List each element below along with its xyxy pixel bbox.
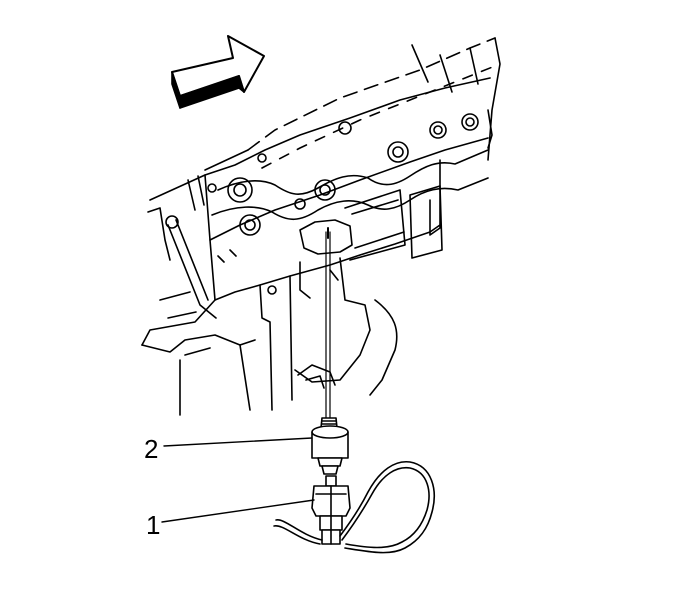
callout-leader-2 [163, 437, 313, 447]
knock-sensor-icon [311, 417, 349, 475]
forward-arrow-icon [171, 35, 265, 109]
callout-leader-1 [161, 499, 315, 523]
callout-2: 2 [144, 434, 159, 464]
callout-1: 1 [146, 510, 161, 540]
wiring-harness [273, 461, 435, 554]
bolt-icon [165, 113, 479, 295]
install-guide-line [325, 227, 331, 421]
harness-connector-icon [311, 475, 351, 545]
engine-block [141, 37, 501, 416]
